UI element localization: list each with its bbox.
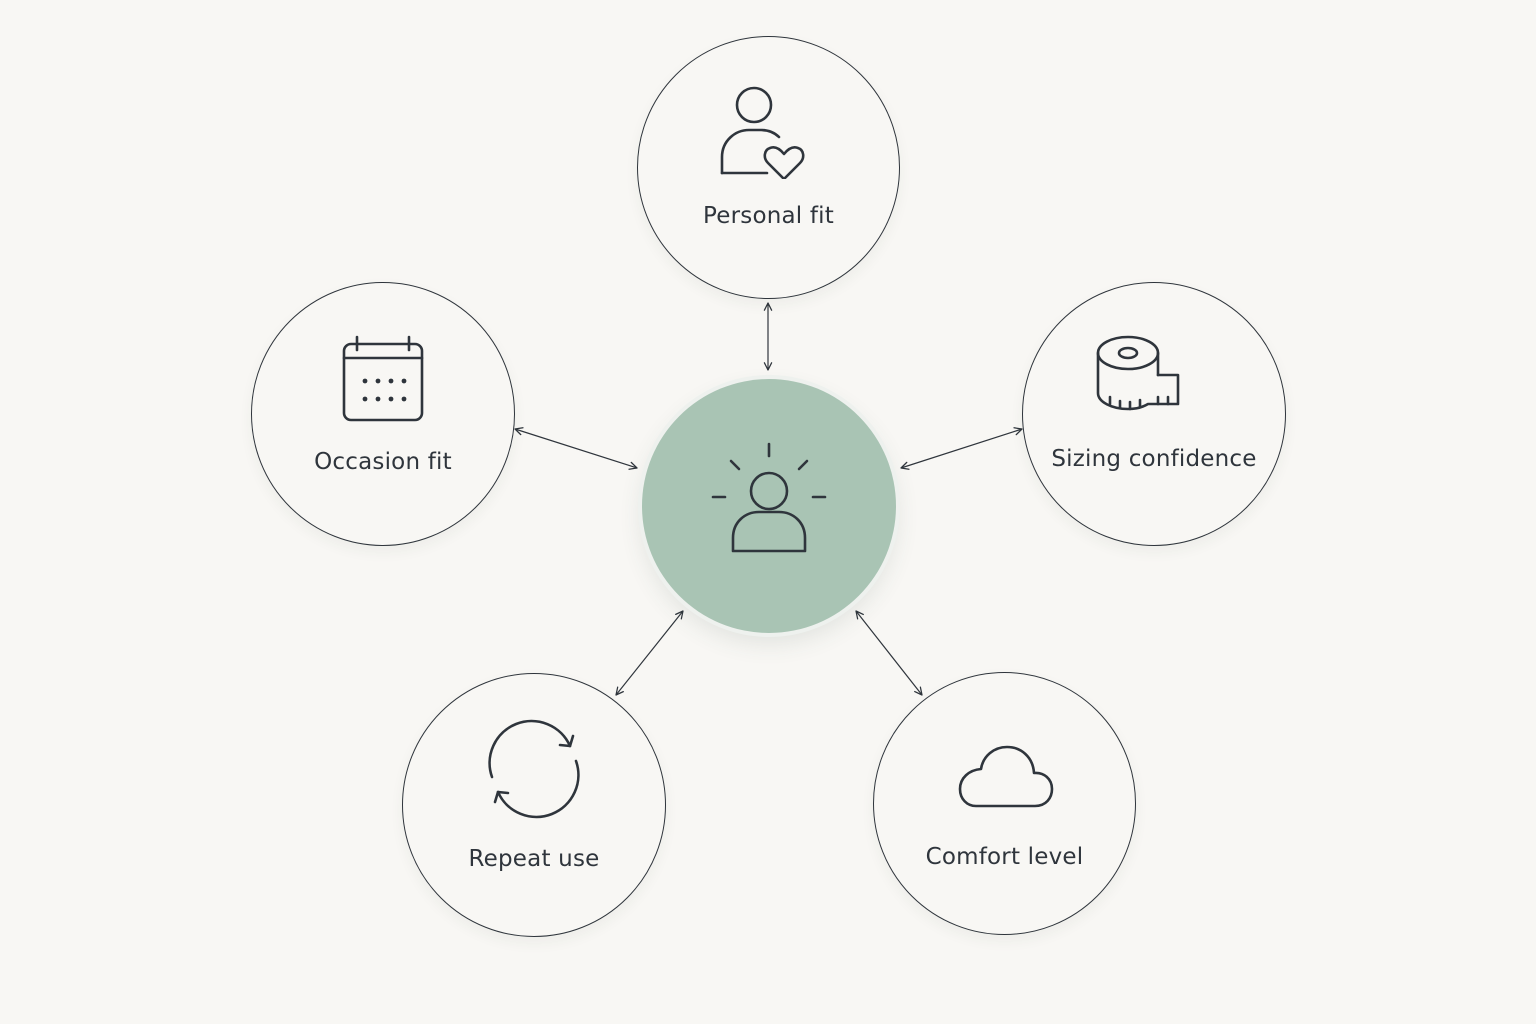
node-label: Comfort level [925,844,1084,870]
refresh-cycle-icon [488,719,580,819]
node-comfort-level: Comfort level [873,672,1136,935]
cloud-icon [958,745,1053,808]
node-label: Repeat use [468,846,600,872]
node-label: Sizing confidence [1051,446,1257,472]
node-occasion-fit: Occasion fit [251,282,515,546]
edge-center-comfort-level [855,610,923,696]
node-repeat-use: Repeat use [402,673,666,937]
edge-center-occasion-fit [514,427,638,470]
center-node [642,379,896,633]
node-label: Personal fit [703,203,834,229]
radiant-person-icon [711,442,827,553]
edge-center-repeat-use [615,610,684,696]
edge-center-sizing-confidence [900,427,1023,470]
node-personal-fit: Personal fit [637,36,900,299]
node-sizing-confidence: Sizing confidence [1022,282,1286,546]
calendar-icon [342,335,424,422]
person-heart-icon [720,86,804,179]
node-label: Occasion fit [314,449,452,475]
measuring-tape-icon [1096,335,1180,411]
